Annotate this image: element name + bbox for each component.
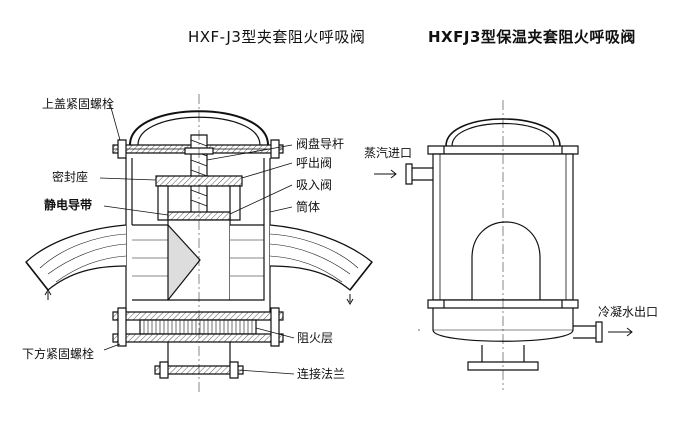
flame-arrestor-layer [140,320,256,334]
label-condensate-outlet: 冷凝水出口 [598,305,659,319]
title-left: HXF-J3型夹套阻火呼吸阀 [188,28,366,46]
label-inhale-valve: 吸入阀 [296,178,333,192]
label-static-strap: 静电导带 [44,198,93,212]
label-top-cover-bolt: 上盖紧固螺栓 [42,97,115,111]
condensate-pipe [573,326,596,338]
label-disc-guide-rod: 阀盘导杆 [296,137,345,151]
right-valve-drawing [374,100,632,390]
right-inner-arch [472,222,540,300]
label-exhale-valve: 呼出阀 [296,156,333,170]
steam-inlet-pipe [412,168,433,180]
label-bottom-bolt: 下方紧固螺栓 [22,347,95,361]
left-valve-drawing [26,94,372,392]
label-flame-layer: 阻火层 [297,331,334,345]
label-steam-inlet: 蒸汽进口 [364,146,413,160]
label-connect-flange: 连接法兰 [297,367,346,381]
label-cylinder: 筒体 [296,200,321,214]
dome-cap [130,111,268,145]
label-seal-seat: 密封座 [52,170,89,184]
title-right: HXFJ3型保温夹套阻火呼吸阀 [428,28,636,46]
